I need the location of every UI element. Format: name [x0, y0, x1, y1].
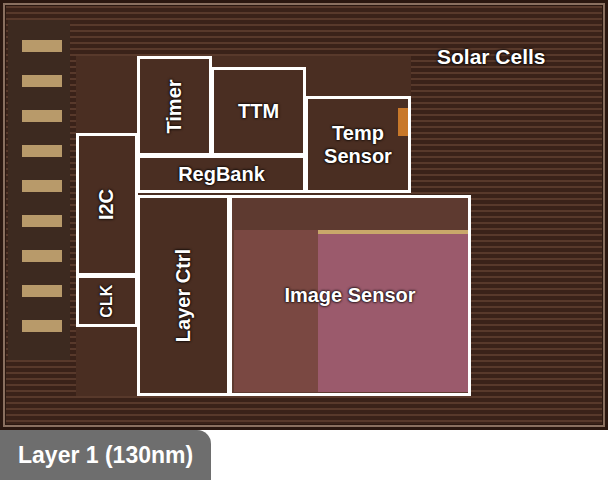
die-edge: [0, 0, 608, 430]
timer-block: Timer: [137, 56, 212, 156]
layer-caption: Layer 1 (130nm): [0, 430, 211, 480]
temp-sensor-detail: [398, 108, 408, 136]
block-label: Temp Sensor: [311, 122, 405, 168]
image-sensor-block: Image Sensor: [229, 195, 471, 396]
clk-block: CLK: [76, 275, 138, 327]
block-label: Timer: [163, 79, 186, 133]
block-label: Image Sensor: [284, 284, 415, 307]
bond-pads: [22, 40, 62, 332]
block-label: CLK: [98, 285, 116, 318]
block-label: RegBank: [178, 163, 265, 186]
pad-column: [8, 20, 70, 360]
block-label: I2C: [96, 189, 119, 220]
temp-sensor-block: Temp Sensor: [305, 96, 411, 193]
pixel-array-edge: [318, 230, 468, 234]
block-label: Layer Ctrl: [172, 249, 195, 342]
ttm-block: TTM: [211, 67, 306, 156]
die-border: [4, 4, 604, 426]
page-ground: [0, 430, 608, 480]
pixel-array: [318, 232, 468, 392]
solar-cell-array: [6, 6, 602, 424]
i2c-block: I2C: [76, 133, 138, 276]
block-label: TTM: [238, 100, 279, 123]
layer-ctrl-block: Layer Ctrl: [137, 195, 230, 396]
sensor-area: [229, 195, 470, 395]
regbank-block: RegBank: [137, 155, 306, 193]
readout-area: [234, 230, 318, 392]
region-label: Solar Cells: [437, 45, 546, 69]
